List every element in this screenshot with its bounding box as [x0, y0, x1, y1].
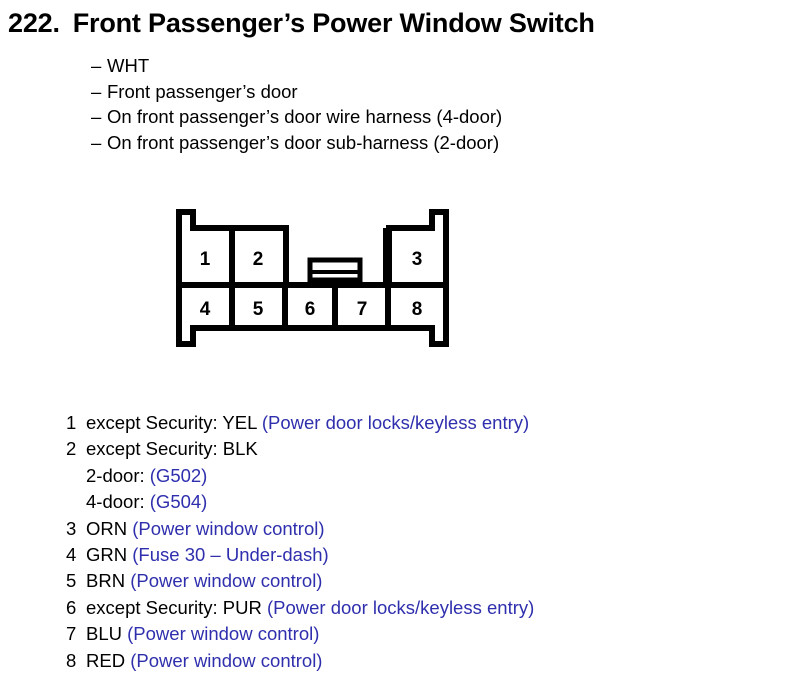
- connector-diagram: 1 2 3 4 5 6 7 8: [170, 203, 454, 361]
- pin-legend: 1 except Security: YEL (Power door locks/…: [66, 410, 534, 674]
- legend-subline-text: 2-door:: [86, 464, 145, 486]
- legend-pin-number: 7: [66, 623, 77, 645]
- legend-circuit-link[interactable]: (Power window control): [130, 649, 323, 671]
- legend-row: 8 RED (Power window control): [66, 648, 534, 674]
- subnote-text: WHT: [107, 55, 150, 76]
- pin-label-8: 8: [412, 299, 423, 320]
- legend-pin-number: 6: [66, 596, 77, 618]
- legend-subline: 2-door: (G502): [66, 463, 534, 489]
- legend-main-line: 7 BLU (Power window control): [66, 621, 534, 647]
- legend-wire-text: ORN: [86, 517, 128, 539]
- legend-row: 6 except Security: PUR (Power door locks/…: [66, 595, 534, 621]
- legend-row: 1 except Security: YEL (Power door locks/…: [66, 410, 534, 436]
- legend-circuit-link[interactable]: (Power window control): [127, 623, 320, 645]
- subnote-item: –On front passenger’s door wire harness …: [91, 104, 502, 130]
- bullet-dash-icon: –: [91, 80, 102, 102]
- legend-pin-number: 5: [66, 570, 77, 592]
- legend-row: 4 GRN (Fuse 30 – Under-dash): [66, 542, 534, 568]
- pin-label-5: 5: [253, 299, 264, 320]
- legend-wire-text: RED: [86, 649, 126, 671]
- subnote-item: –WHT: [91, 53, 502, 79]
- legend-pin-number: 8: [66, 649, 77, 671]
- legend-circuit-link[interactable]: (Power window control): [130, 570, 323, 592]
- bullet-dash-icon: –: [91, 131, 102, 153]
- subnote-item: –Front passenger’s door: [91, 79, 502, 105]
- legend-circuit-link[interactable]: (Power door locks/keyless entry): [266, 596, 535, 618]
- legend-row: 7 BLU (Power window control): [66, 621, 534, 647]
- legend-wire-text: BLU: [86, 623, 122, 645]
- legend-main-line: 3 ORN (Power window control): [66, 516, 534, 542]
- legend-row: 5 BRN (Power window control): [66, 568, 534, 594]
- legend-wire-text: except Security: BLK: [86, 438, 258, 460]
- bullet-dash-icon: –: [91, 106, 102, 127]
- subnote-text: On front passenger’s door wire harness (…: [107, 106, 503, 127]
- subnote-text: Front passenger’s door: [107, 80, 298, 102]
- legend-main-line: 8 RED (Power window control): [66, 648, 534, 674]
- pin-label-1: 1: [200, 249, 211, 270]
- legend-main-line: 5 BRN (Power window control): [66, 568, 534, 594]
- subnote-item: –On front passenger’s door sub-harness (…: [91, 130, 502, 156]
- legend-main-line: 4 GRN (Fuse 30 – Under-dash): [66, 542, 534, 568]
- legend-subline-text: 4-door:: [86, 491, 145, 513]
- legend-subline: 4-door: (G504): [66, 489, 534, 515]
- subnote-list: –WHT–Front passenger’s door–On front pas…: [91, 53, 502, 155]
- legend-ground-link[interactable]: (G504): [149, 491, 208, 513]
- connector-outline: [176, 209, 449, 347]
- pin-label-2: 2: [253, 249, 264, 270]
- legend-pin-number: 2: [66, 438, 77, 460]
- pin-label-7: 7: [357, 299, 368, 320]
- legend-row: 3 ORN (Power window control): [66, 516, 534, 542]
- bullet-dash-icon: –: [91, 55, 102, 76]
- page-title-number: 222.: [8, 8, 60, 38]
- legend-pin-number: 3: [66, 517, 77, 539]
- legend-pin-number: 1: [66, 412, 77, 433]
- pin-label-6: 6: [305, 299, 316, 320]
- page-title: 222. Front Passenger’s Power Window Switc…: [8, 8, 595, 39]
- legend-wire-text: except Security: PUR: [86, 596, 262, 618]
- legend-wire-text: except Security: YEL: [86, 412, 257, 433]
- legend-main-line: 2 except Security: BLK: [66, 436, 534, 462]
- legend-circuit-link[interactable]: (Power door locks/keyless entry): [261, 412, 530, 433]
- page-title-text: Front Passenger’s Power Window Switch: [72, 8, 595, 38]
- legend-pin-number: 4: [66, 544, 77, 566]
- legend-wire-text: GRN: [86, 544, 128, 566]
- pin-label-3: 3: [412, 249, 423, 270]
- legend-circuit-link[interactable]: (Fuse 30 – Under-dash): [132, 544, 329, 566]
- legend-main-line: 6 except Security: PUR (Power door locks/…: [66, 595, 534, 621]
- subnote-text: On front passenger’s door sub-harness (2…: [107, 131, 500, 153]
- legend-wire-text: BRN: [86, 570, 126, 592]
- pin-label-4: 4: [200, 299, 211, 320]
- legend-main-line: 1 except Security: YEL (Power door locks/…: [66, 410, 534, 436]
- legend-ground-link[interactable]: (G502): [149, 464, 208, 486]
- legend-circuit-link[interactable]: (Power window control): [132, 517, 325, 539]
